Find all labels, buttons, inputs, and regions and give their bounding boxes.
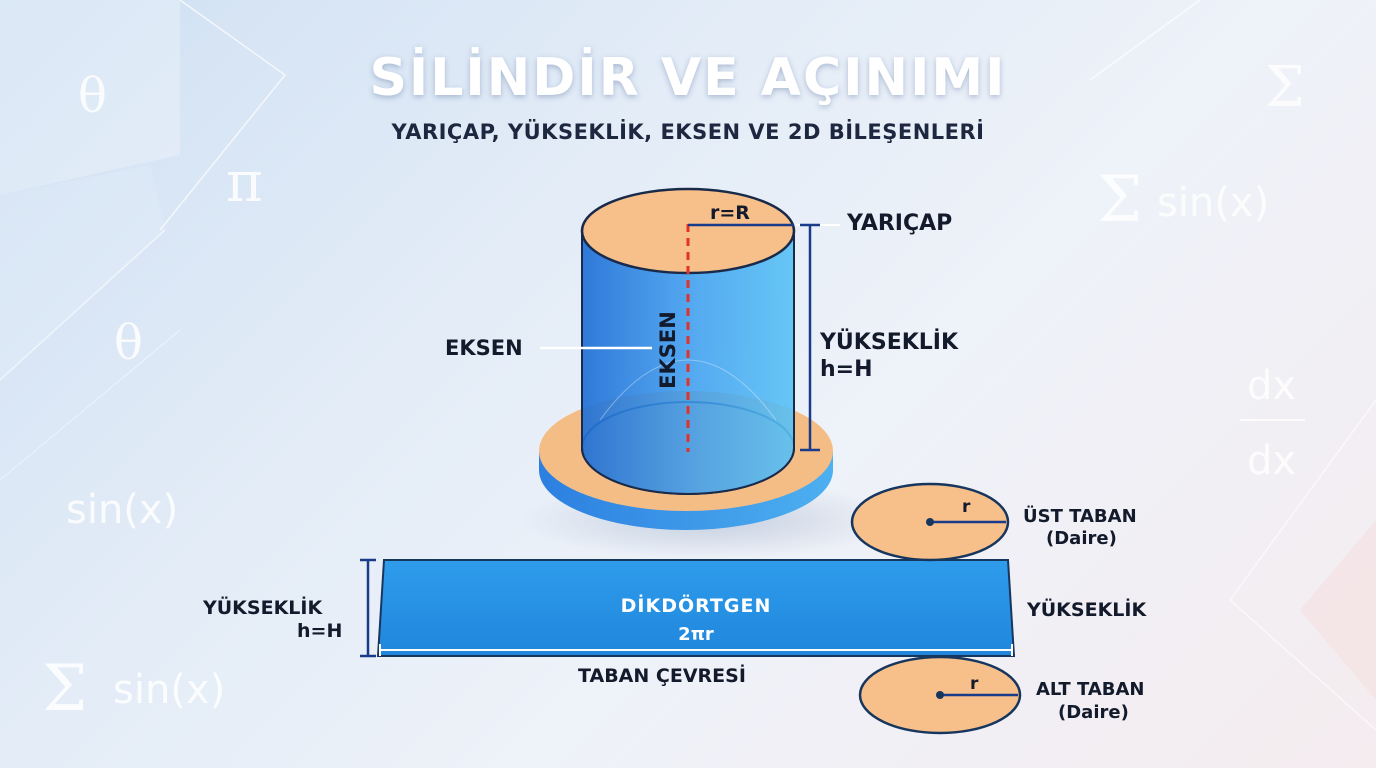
page-subtitle: YARIÇAP, YÜKSEKLİK, EKSEN VE 2D BİLEŞENL… <box>391 120 985 144</box>
background-symbol-dx: dx <box>1247 363 1297 409</box>
bottom-base-label: ALT TABAN <box>1036 679 1145 700</box>
page-title: SİLİNDİR VE AÇINIMI <box>369 48 1007 108</box>
background-symbol-pi: π <box>226 150 263 215</box>
bottom-base-circle <box>858 655 1022 735</box>
top-base-radius-label: r <box>962 497 971 517</box>
background-symbol-sin: sin(x) <box>66 487 179 533</box>
background-symbol-theta: θ <box>78 68 107 124</box>
net-left-height-formula: h=H <box>297 620 343 642</box>
radius-label: YARIÇAP <box>847 211 953 236</box>
background-symbol-sigma: Σ <box>42 652 88 726</box>
height-label: YÜKSEKLİK <box>820 330 959 355</box>
height-formula: h=H <box>820 357 873 382</box>
background-symbol-dx: dx <box>1247 438 1297 484</box>
bottom-base-sublabel: (Daire) <box>1058 702 1129 723</box>
base-perimeter-label: TABAN ÇEVRESİ <box>578 665 746 687</box>
radius-formula: r=R <box>710 202 750 224</box>
top-base-sublabel: (Daire) <box>1046 528 1117 549</box>
background-symbol-sin: sin(x) <box>1157 180 1270 226</box>
net-height-bracket <box>360 558 376 658</box>
top-base-circle <box>850 482 1010 562</box>
background-symbol-theta: θ <box>114 315 143 371</box>
bottom-base-radius-label: r <box>970 674 979 694</box>
net-right-height-label: YÜKSEKLİK <box>1027 599 1147 621</box>
background-symbol-sin: sin(x) <box>113 667 226 713</box>
top-base-label: ÜST TABAN <box>1023 506 1137 527</box>
cylinder-body <box>582 231 794 494</box>
rectangle-formula: 2πr <box>678 624 714 645</box>
net-rectangle <box>376 559 1016 657</box>
height-bracket <box>800 223 820 452</box>
background-symbol-sigma: Σ <box>1097 163 1143 237</box>
rectangle-label: DİKDÖRTGEN <box>620 595 772 617</box>
background-symbol-sigma: Σ <box>1265 55 1305 120</box>
net-left-height-label: YÜKSEKLİK <box>203 597 323 619</box>
axis-label: EKSEN <box>445 336 523 360</box>
